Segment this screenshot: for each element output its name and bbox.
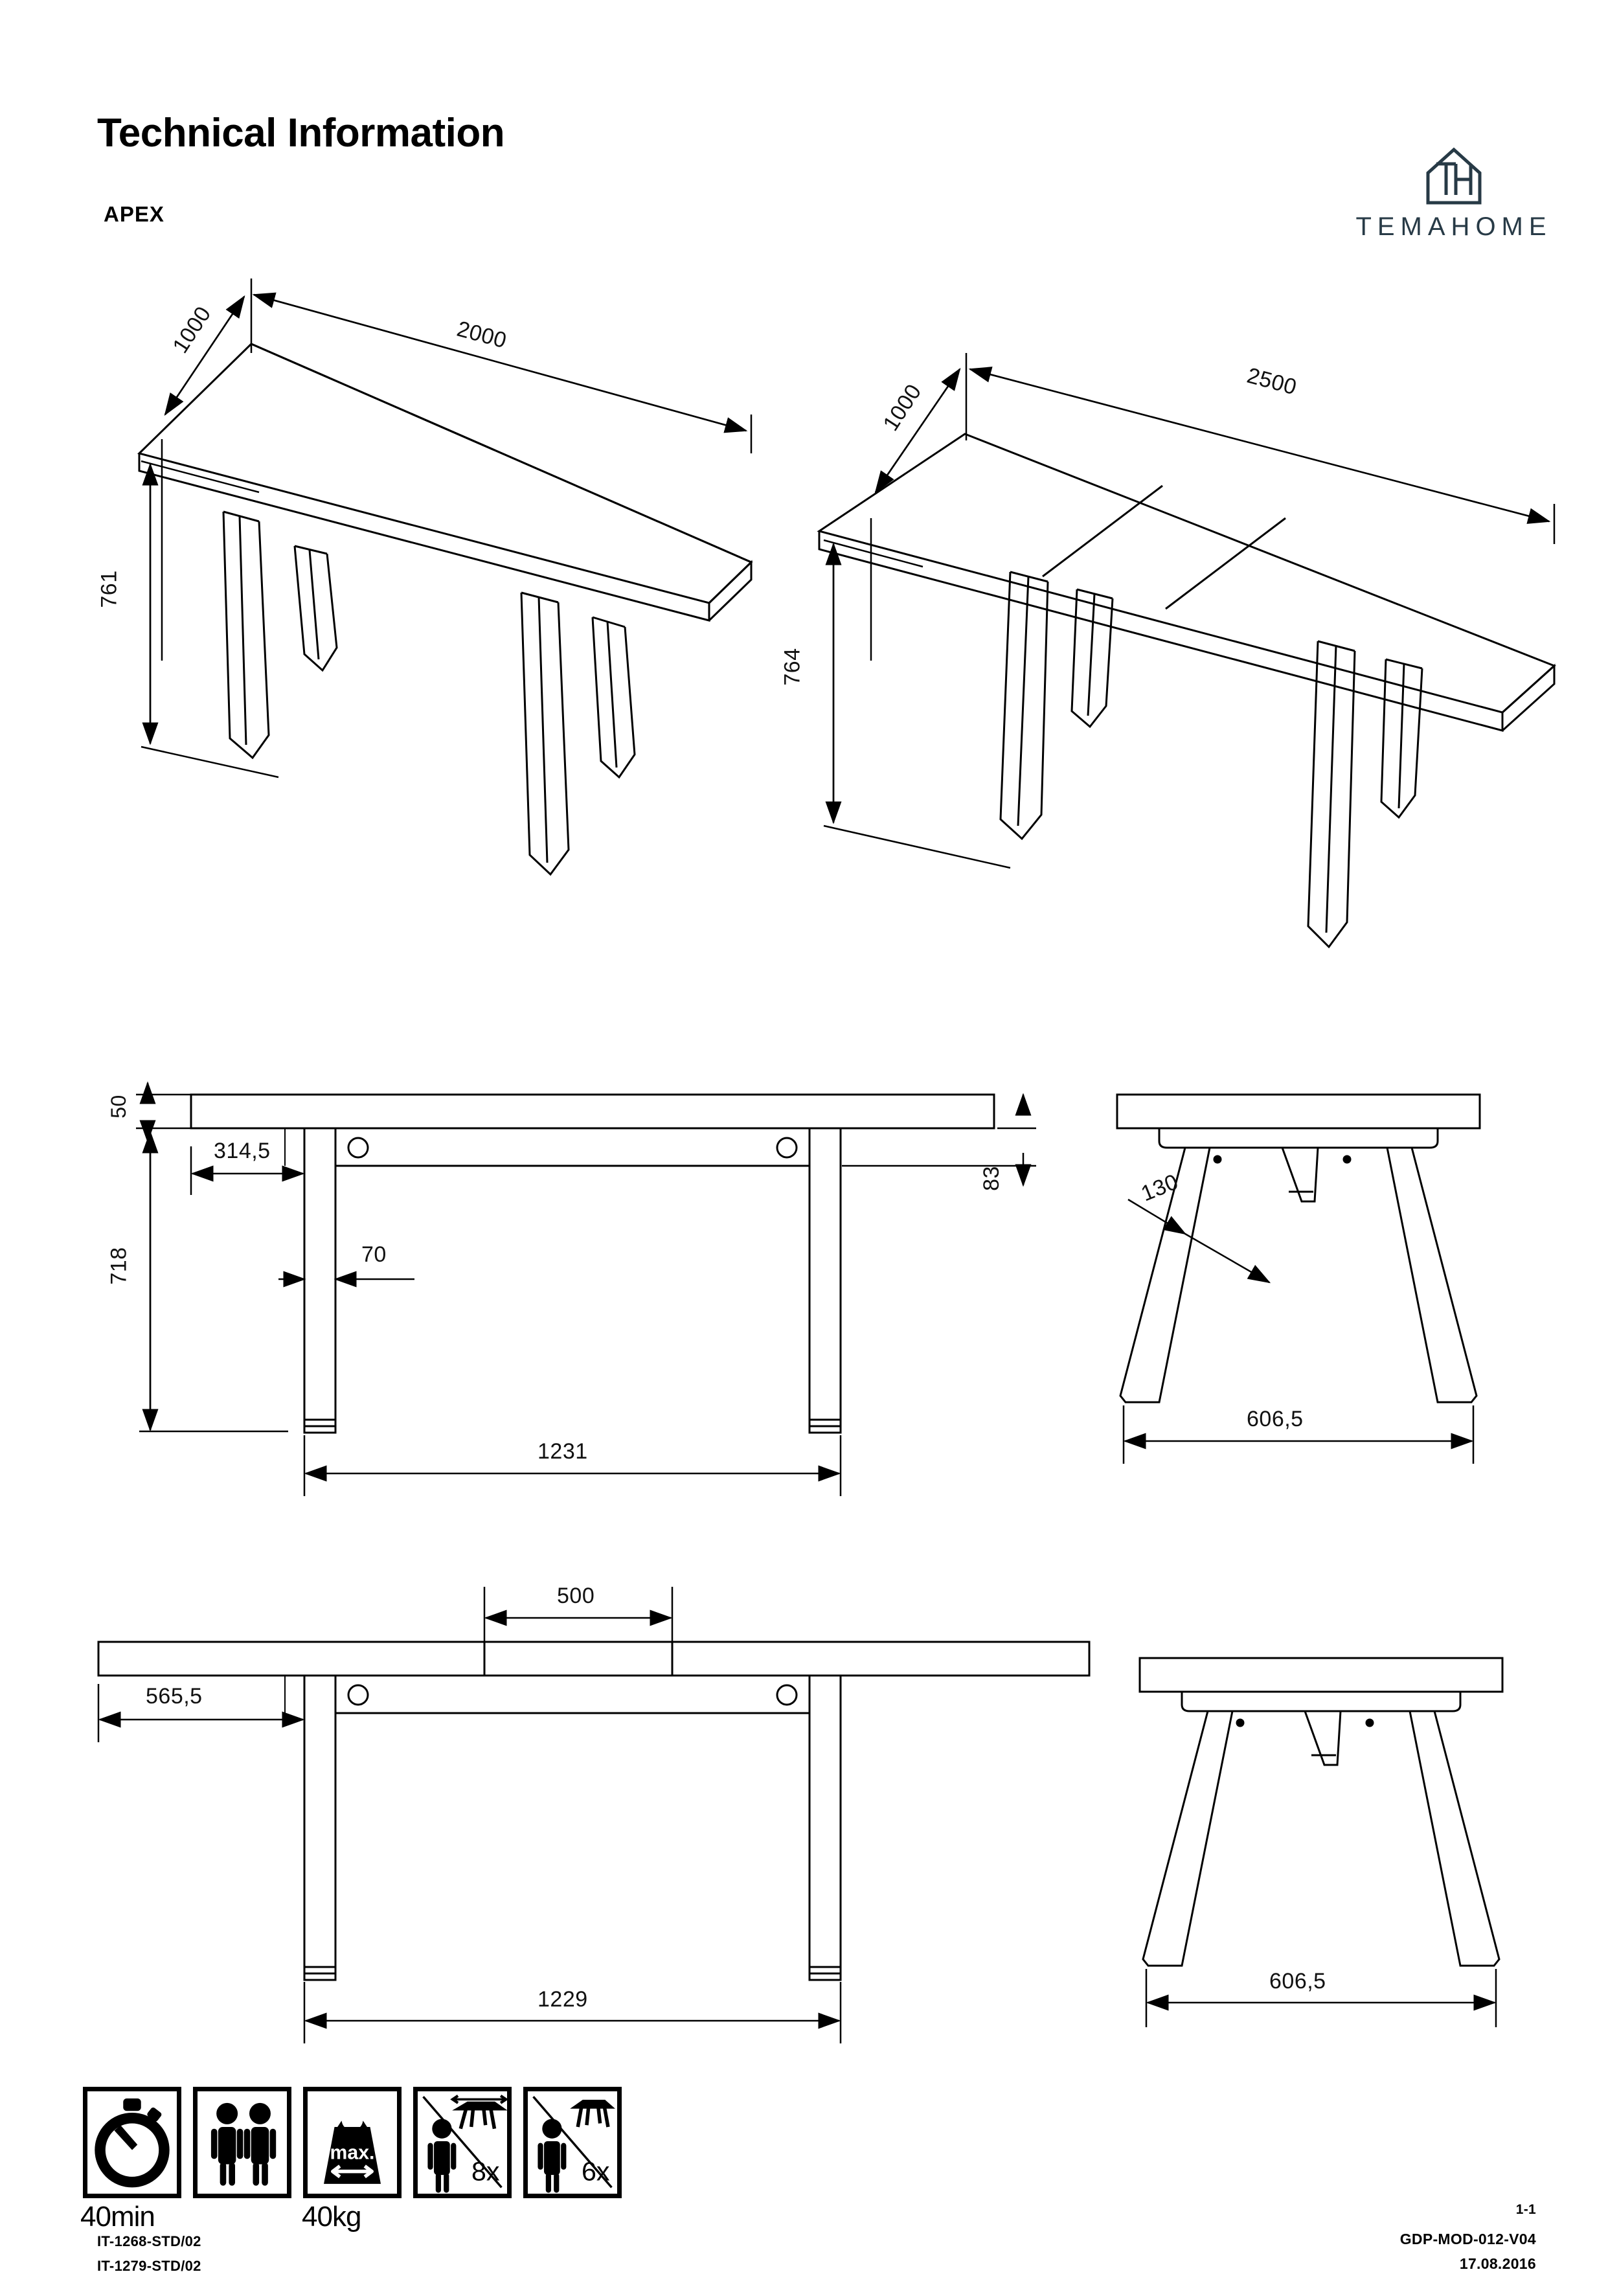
front-elevation-closed [190, 1093, 995, 1434]
pictogram-row: max. [80, 2087, 622, 2233]
dim-front-closed-leg-width: 70 [361, 1242, 387, 1267]
table-extended-person-icon: 8x [413, 2087, 512, 2198]
page-number: 1-1 [1515, 2202, 1536, 2217]
dim-iso-closed-height: 761 [96, 570, 122, 608]
picto-caption-weight: 40kg [302, 2201, 361, 2233]
front-closed-dimensions [136, 1081, 1036, 1496]
front-elevation-extended [97, 1641, 1091, 1981]
side-elevation-closed [1116, 1093, 1481, 1404]
iso-view-closed [137, 343, 753, 876]
reference-code-1: IT-1268-STD/02 [97, 2233, 201, 2249]
dim-side-extended-foot-span: 606,5 [1269, 1969, 1326, 1994]
dim-side-closed-foot-span: 606,5 [1247, 1407, 1304, 1431]
iso-extended-dimensions [823, 353, 1556, 869]
temahome-logo: TEMAHOME [1318, 133, 1590, 243]
dim-front-extended-leaf: 500 [557, 1584, 595, 1608]
house-icon [1426, 147, 1482, 205]
side-closed-dimensions [1122, 1198, 1475, 1464]
reference-code-2: IT-1279-STD/02 [97, 2258, 201, 2274]
max-label: max. [330, 2142, 375, 2163]
dim-front-closed-rail-height: 83 [979, 1166, 1004, 1191]
page-title: Technical Information [97, 111, 505, 155]
dim-front-closed-leg-span: 1231 [538, 1439, 588, 1464]
th-monogram [1436, 162, 1473, 195]
dim-front-extended-leg-span: 1229 [538, 1987, 588, 2012]
stopwatch-icon [83, 2087, 181, 2198]
dim-iso-extended-height: 764 [780, 648, 805, 686]
two-persons-icon [193, 2087, 291, 2198]
side-elevation-extended [1138, 1657, 1504, 1967]
max-weight-icon: max. [303, 2087, 402, 2198]
brand-wordmark: TEMAHOME [1355, 212, 1552, 241]
dim-front-closed-overhang: 314,5 [214, 1139, 271, 1163]
iso-view-extended [817, 433, 1556, 949]
dim-front-closed-thickness: 50 [106, 1095, 130, 1119]
table-closed-person-icon: 6x [523, 2087, 622, 2198]
picto-caption-time: 40min [80, 2201, 155, 2233]
count-6x: 6x [582, 2156, 610, 2186]
dim-front-extended-overhang: 565,5 [146, 1684, 203, 1709]
document-code: GDP-MOD-012-V04 [1399, 2231, 1536, 2247]
dim-front-closed-leg-height: 718 [106, 1247, 131, 1285]
iso-closed-dimensions [141, 278, 753, 779]
document-date: 17.08.2016 [1459, 2255, 1536, 2272]
side-extended-dimensions [1145, 1969, 1497, 2027]
count-8x: 8x [471, 2156, 500, 2186]
model-name: APEX [104, 202, 164, 226]
front-extended-dimensions [97, 1587, 842, 2043]
